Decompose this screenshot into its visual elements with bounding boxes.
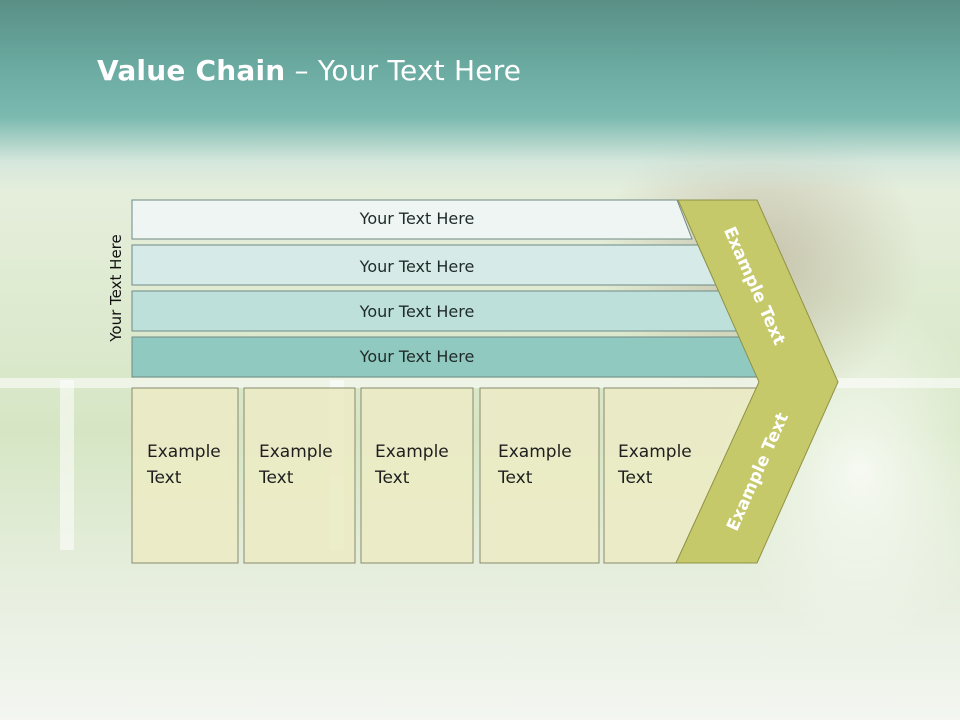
- support-activity-label: Your Text Here: [359, 257, 475, 276]
- slide-title-rest: – Your Text Here: [285, 54, 522, 87]
- box-line-1: Example: [375, 442, 449, 462]
- primary-activity-box: [243, 387, 356, 564]
- support-activity-label: Your Text Here: [359, 302, 475, 321]
- crib-rail: [0, 378, 960, 388]
- box-line-1: Example: [618, 442, 692, 462]
- box-line-1: Example: [259, 442, 333, 462]
- support-activity-label: Your Text Here: [359, 347, 475, 366]
- box-line-2: Text: [259, 468, 294, 488]
- crib-bar: [60, 380, 74, 550]
- box-line-1: Example: [498, 442, 572, 462]
- box-line-2: Text: [618, 468, 653, 488]
- box-line-2: Text: [375, 468, 410, 488]
- box-line-2: Text: [498, 468, 533, 488]
- margin-chevron: [675, 199, 839, 564]
- box-line-2: Text: [147, 468, 182, 488]
- primary-activity-box: [131, 387, 239, 564]
- support-activity-bar: [131, 199, 693, 240]
- primary-activity-box: [360, 387, 474, 564]
- slide-title: Value Chain – Your Text Here: [97, 54, 521, 87]
- header-band: [0, 0, 960, 190]
- support-activity-label: Your Text Here: [359, 209, 475, 228]
- box-line-1: Example: [147, 442, 221, 462]
- primary-activity-box: [479, 387, 600, 564]
- slide-title-bold: Value Chain: [97, 54, 286, 87]
